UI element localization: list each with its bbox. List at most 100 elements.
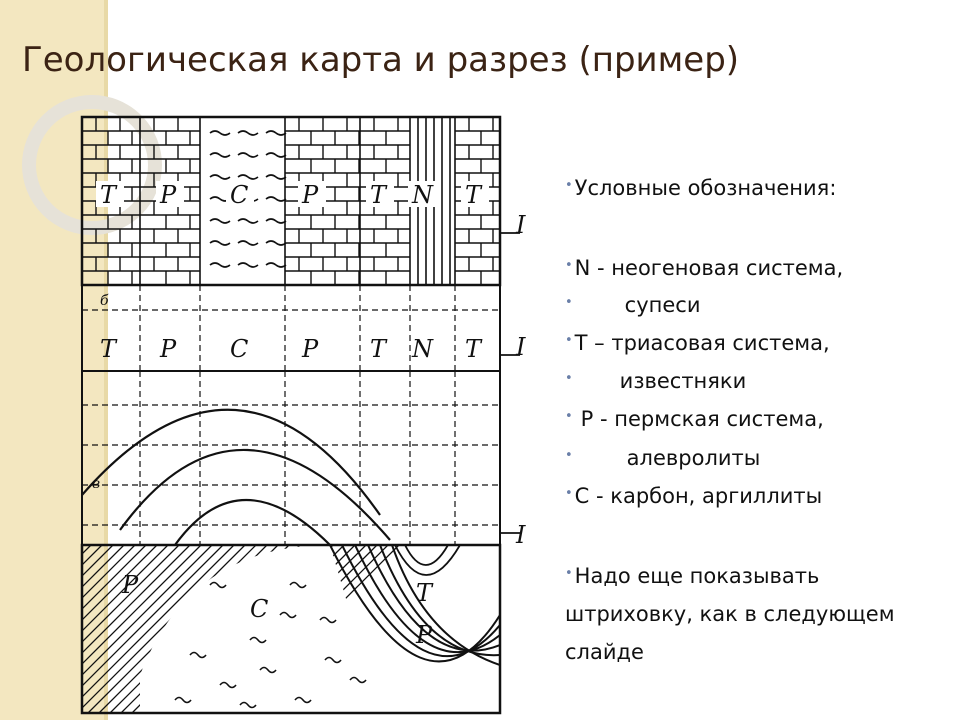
legend-item-limestone: •известняки — [565, 365, 746, 395]
map-unit-label: T — [465, 335, 483, 363]
argillite-mark — [209, 174, 231, 180]
label-backdrop — [96, 181, 124, 207]
argillite-mark — [237, 218, 259, 224]
argillite-mark — [265, 240, 287, 246]
legend-item-text: C - карбон, аргиллиты — [574, 484, 823, 508]
legend-item-permian: •P - пермская система, — [565, 403, 824, 433]
panel-b-letter: б — [100, 293, 109, 309]
bullet-icon: • — [565, 486, 573, 501]
map-unit-label: P — [159, 335, 177, 363]
map-unit-label: C — [230, 181, 248, 209]
legend-heading: •Условные обозначения: — [565, 172, 836, 202]
permian-hatch — [82, 545, 400, 713]
label-backdrop — [226, 181, 254, 207]
diagonal-hatch — [82, 545, 180, 643]
carbon-core-fill — [140, 545, 380, 713]
panel-b-frame — [81, 284, 501, 372]
bullet-icon: • — [565, 448, 573, 463]
argillite-mark — [265, 174, 287, 180]
decorative-strip-edge — [104, 0, 108, 720]
brick-pattern — [81, 116, 500, 285]
map-unit-label: N — [411, 181, 434, 209]
legend-item-triassic: •T – триасовая система, — [565, 327, 830, 357]
map-unit-label: T — [100, 181, 118, 209]
legend-item-carbon: •C - карбон, аргиллиты — [565, 480, 822, 510]
anticline-curves — [81, 408, 391, 546]
map-unit-label: T — [465, 181, 483, 209]
map-unit-label: P — [159, 181, 177, 209]
section-label-c: C — [250, 595, 268, 623]
section-label-p-right: P — [415, 621, 433, 649]
bullet-icon: • — [565, 258, 573, 273]
legend-item-sandy-loam: •супеси — [565, 289, 701, 319]
diagonal-hatch — [82, 545, 136, 599]
legend-item-text: T – триасовая система, — [574, 331, 830, 355]
syncline-folds — [329, 545, 500, 666]
argillite-mark — [189, 651, 207, 659]
map-unit-label: T — [370, 335, 388, 363]
legend-item-neogene: •N - неогеновая система, — [565, 252, 843, 282]
argillite-mark — [209, 581, 227, 589]
map-unit-label: N — [411, 335, 434, 363]
panel-b-boundaries — [82, 285, 500, 371]
legend-item-text: N - неогеновая система, — [574, 256, 844, 280]
slide-title: Геологическая карта и разрез (пример) — [22, 40, 740, 80]
argillite-mark — [209, 152, 231, 158]
label-backdrop — [408, 181, 436, 207]
legend-item-text: алевролиты — [626, 446, 761, 470]
argillite-mark — [289, 581, 307, 589]
argillite-hatch — [209, 130, 287, 268]
legend-heading-text: Условные обозначения: — [574, 176, 837, 200]
argillite-mark — [209, 130, 231, 136]
cross-section: P C T P — [80, 543, 502, 715]
carbon-dash-pattern — [174, 581, 367, 709]
argillite-mark — [209, 262, 231, 268]
legend-note: •Надо еще показывать штриховку, как в сл… — [565, 555, 925, 671]
legend-item-siltstone: • алевролиты — [565, 442, 760, 472]
section-label-t: T — [416, 579, 434, 607]
bullet-icon: • — [565, 566, 573, 581]
section-label-p-left: P — [121, 571, 139, 599]
label-backdrop — [156, 181, 184, 207]
profile-line-label-c: I — [515, 521, 526, 549]
diagonal-hatch — [82, 545, 147, 610]
argillite-mark — [249, 636, 267, 644]
diagonal-hatch — [82, 545, 202, 665]
map-unit-label: T — [100, 335, 118, 363]
diagonal-hatch — [82, 545, 169, 632]
map-unit-label: P — [301, 181, 319, 209]
diagonal-hatch — [82, 545, 114, 577]
diagonal-hatch — [82, 545, 213, 676]
argillite-mark — [209, 240, 231, 246]
label-backdrop — [366, 181, 394, 207]
diagonal-hatch — [82, 545, 125, 588]
diagonal-hatch — [82, 545, 191, 654]
argillite-mark — [265, 218, 287, 224]
argillite-mark — [209, 218, 231, 224]
panel-c-letter: в — [92, 476, 100, 492]
bullet-icon: • — [565, 371, 573, 386]
argillite-mark — [237, 130, 259, 136]
diagonal-hatch — [82, 545, 235, 698]
argillite-mark — [237, 152, 259, 158]
panel-c-frame — [81, 370, 501, 546]
map-unit-label: T — [370, 181, 388, 209]
argillite-mark — [265, 130, 287, 136]
argillite-mark — [294, 696, 312, 704]
syncline-core — [394, 545, 461, 576]
diagonal-hatch — [82, 545, 158, 621]
argillite-mark — [319, 616, 337, 624]
label-backdrop — [461, 181, 489, 207]
label-backdrop — [298, 181, 326, 207]
argillite-mark — [237, 174, 259, 180]
legend-item-text: P - пермская система, — [580, 407, 824, 431]
argillite-mark — [279, 611, 297, 619]
bullet-icon: • — [565, 178, 573, 193]
argillite-mark — [265, 152, 287, 158]
profile-line-label-a: I — [515, 211, 526, 239]
